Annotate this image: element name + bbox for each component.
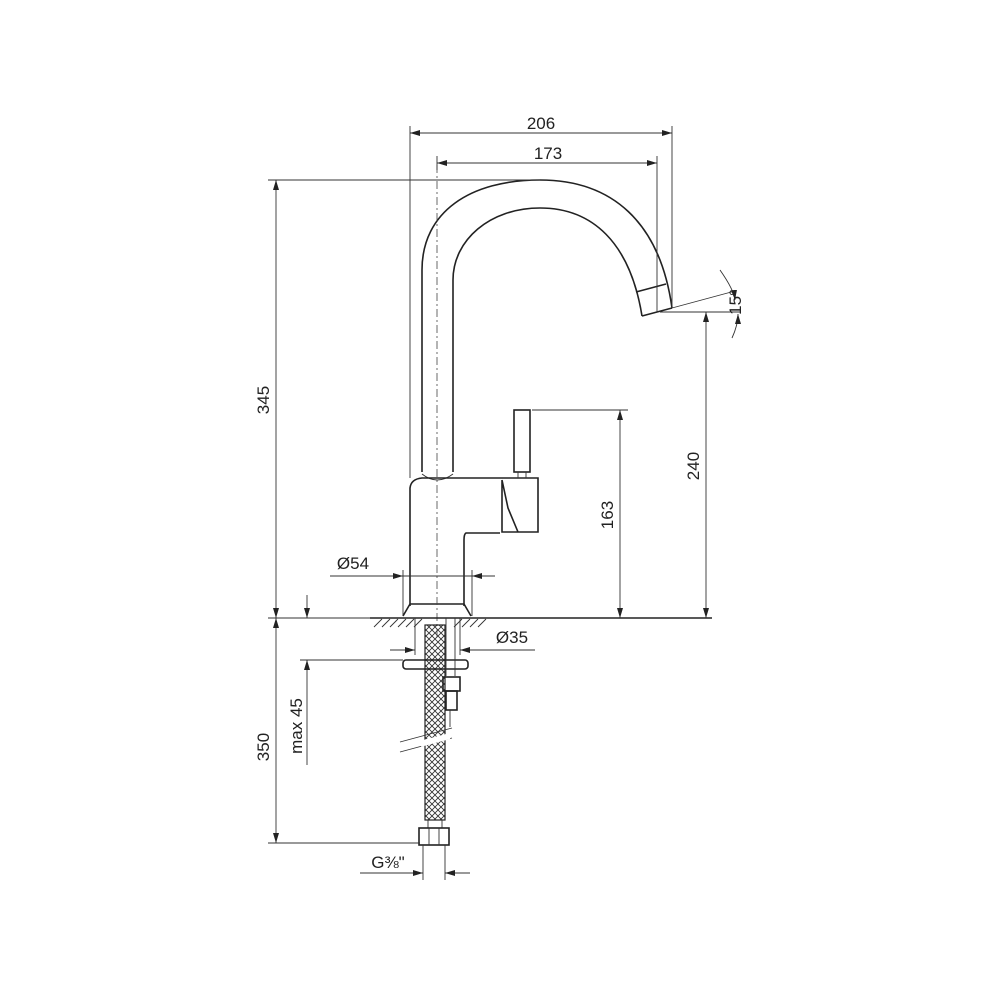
dim-d35: Ø35 — [496, 628, 528, 647]
dim-d54: Ø54 — [337, 554, 369, 573]
braided-hose — [424, 624, 446, 821]
dim-163: 163 — [598, 501, 617, 529]
deck-surface — [370, 617, 712, 628]
dim-angle: 15° — [726, 289, 745, 315]
dim-thread: G⅜" — [371, 853, 404, 872]
dim-345: 345 — [254, 386, 273, 414]
dim-206: 206 — [527, 114, 555, 133]
spout-inner — [452, 207, 643, 472]
lever-handle — [513, 409, 531, 473]
dim-240: 240 — [684, 452, 703, 480]
connection-nut — [418, 827, 450, 846]
mounting-plate — [402, 659, 469, 670]
dimension-lines — [268, 126, 741, 880]
faucet-body — [402, 165, 673, 640]
spout-outer — [421, 179, 673, 472]
dim-350: 350 — [254, 733, 273, 761]
supply-hose-assembly — [399, 618, 469, 846]
body — [409, 477, 502, 606]
lever-housing — [501, 477, 539, 533]
dim-max45: max 45 — [287, 698, 306, 754]
dim-173: 173 — [534, 144, 562, 163]
